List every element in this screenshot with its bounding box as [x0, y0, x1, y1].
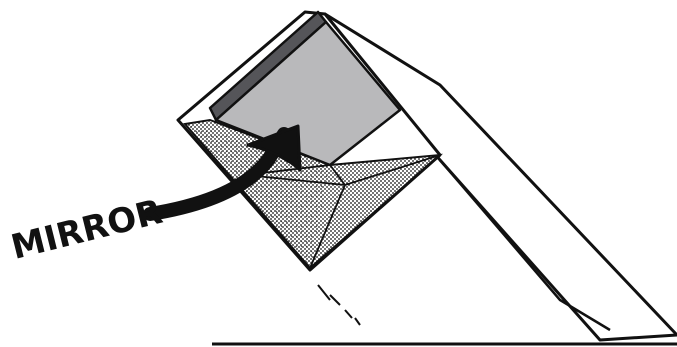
hatch-marks: [318, 285, 360, 325]
